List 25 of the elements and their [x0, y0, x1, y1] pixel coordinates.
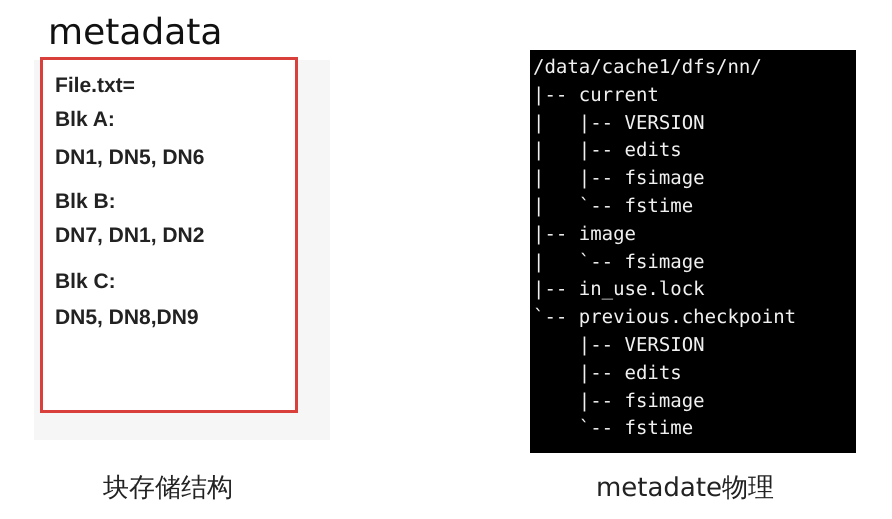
directory-line: | `-- fstime [533, 195, 694, 217]
metadata-text: File.txt= [55, 74, 135, 98]
directory-line: | `-- fsimage [533, 250, 705, 273]
heading: metadata [48, 12, 222, 53]
directory-line: `-- fstime [578, 417, 694, 440]
directory-line: | |-- VERSION [533, 112, 705, 134]
directory-line: |-- current [533, 84, 659, 106]
terminal-panel [530, 50, 856, 453]
directory-line: |-- image [533, 222, 636, 245]
metadata-text: Blk B: [55, 190, 116, 214]
metadata-text: DN7, DN1, DN2 [55, 224, 204, 248]
directory-line: |-- VERSION [578, 334, 705, 356]
directory-line: | |-- edits [533, 139, 682, 162]
directory-line: `-- previous.checkpoint [533, 306, 796, 328]
directory-line: |-- in_use.lock [533, 278, 705, 300]
caption: metadate物理 [596, 472, 774, 505]
directory-line: /data/cache1/dfs/nn/ [533, 56, 762, 78]
metadata-text: Blk A: [55, 108, 115, 132]
metadata-text: DN5, DN8,DN9 [55, 306, 199, 330]
directory-line: |-- fsimage [578, 390, 705, 412]
directory-line: |-- edits [578, 362, 682, 384]
directory-line: | |-- fsimage [533, 167, 705, 190]
metadata-text: Blk C: [55, 270, 116, 294]
metadata-text: DN1, DN5, DN6 [55, 146, 204, 170]
caption: 块存储结构 [103, 472, 233, 505]
